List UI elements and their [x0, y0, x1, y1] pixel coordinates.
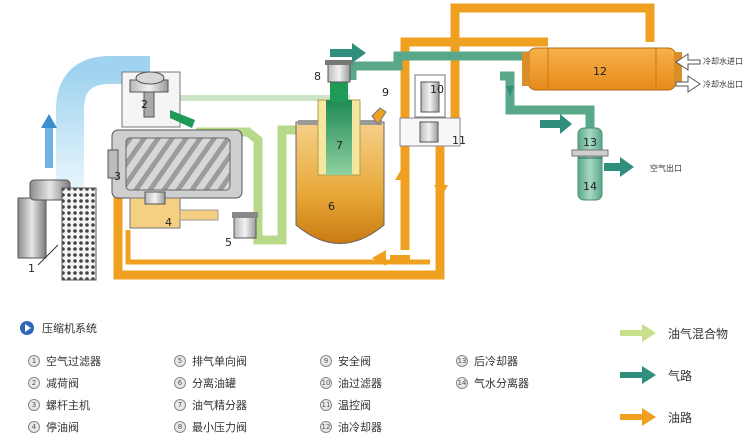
num-10: 10 [430, 83, 444, 96]
number-circle: 7 [174, 399, 186, 411]
flow-legend-oil: 油路 [620, 408, 692, 426]
num-7: 7 [336, 139, 343, 152]
number-circle: 3 [28, 399, 40, 411]
number-circle: 8 [174, 421, 186, 433]
port-cooling-in: 冷却水进口 [703, 56, 743, 66]
air-filter [17, 179, 97, 281]
number-circle: 13 [456, 355, 468, 367]
oil-stop-valve [129, 191, 219, 229]
oil-cooler [522, 47, 682, 91]
flow-legend-mix: 油气混合物 [620, 324, 728, 342]
number-circle: 6 [174, 377, 186, 389]
number-circle: 4 [28, 421, 40, 433]
intake-air-duct [56, 56, 150, 190]
number-circle: 5 [174, 355, 186, 367]
oil-line-from-cooler [450, 3, 655, 130]
aftercooler [571, 127, 609, 201]
num-1: 1 [28, 262, 35, 275]
air-line-to-aftercooler [500, 71, 595, 130]
num-2: 2 [141, 98, 148, 111]
oil-line-to-cooler [400, 37, 548, 250]
play-icon[interactable] [20, 321, 34, 335]
port-air-out: 空气出口 [650, 163, 682, 173]
mix-arrow-icon [620, 324, 656, 342]
mix-line [196, 125, 300, 245]
number-circle: 11 [320, 399, 332, 411]
air-out-arrow [604, 157, 634, 177]
number-circle: 1 [28, 355, 40, 367]
num-4: 4 [165, 216, 172, 229]
oil-arrow-icon [620, 408, 656, 426]
system-title: 压缩机系统 [20, 320, 97, 336]
num-12: 12 [593, 65, 607, 78]
num-8: 8 [314, 70, 321, 83]
num-13: 13 [583, 136, 597, 149]
discharge-check-valve [232, 212, 258, 239]
num-9: 9 [382, 86, 389, 99]
air-arrow-icon [620, 366, 656, 384]
cooling-out-arrow [675, 75, 701, 93]
flow-legend-air: 气路 [620, 366, 692, 384]
num-14: 14 [583, 180, 597, 193]
num-11: 11 [452, 134, 466, 147]
thermostatic-valve [399, 117, 461, 147]
system-title-text: 压缩机系统 [42, 322, 97, 335]
flow-legend: 油气混合物 气路 油路 [620, 324, 750, 434]
safety-valve [371, 107, 387, 125]
number-circle: 9 [320, 355, 332, 367]
intake-arrow [41, 114, 57, 128]
air-flow-arrow [330, 43, 366, 63]
num-5: 5 [225, 236, 232, 249]
screw-compressor [107, 129, 243, 199]
fine-separator [317, 80, 361, 176]
oil-line-inner [125, 230, 430, 265]
num-6: 6 [328, 200, 335, 213]
port-cooling-out: 冷却水出口 [703, 79, 743, 89]
num-3: 3 [114, 170, 121, 183]
unloader-valve [121, 71, 195, 128]
number-circle: 12 [320, 421, 332, 433]
air-line-top [347, 51, 580, 80]
number-circle: 2 [28, 377, 40, 389]
min-pressure-valve [325, 60, 353, 83]
cooling-in-arrow [675, 53, 701, 71]
number-circle: 14 [456, 377, 468, 389]
flow-diagram: 1 2 3 4 5 6 7 8 9 10 11 12 13 14 冷却水进口 冷… [17, 3, 743, 281]
number-circle: 10 [320, 377, 332, 389]
oil-filter [414, 74, 446, 118]
